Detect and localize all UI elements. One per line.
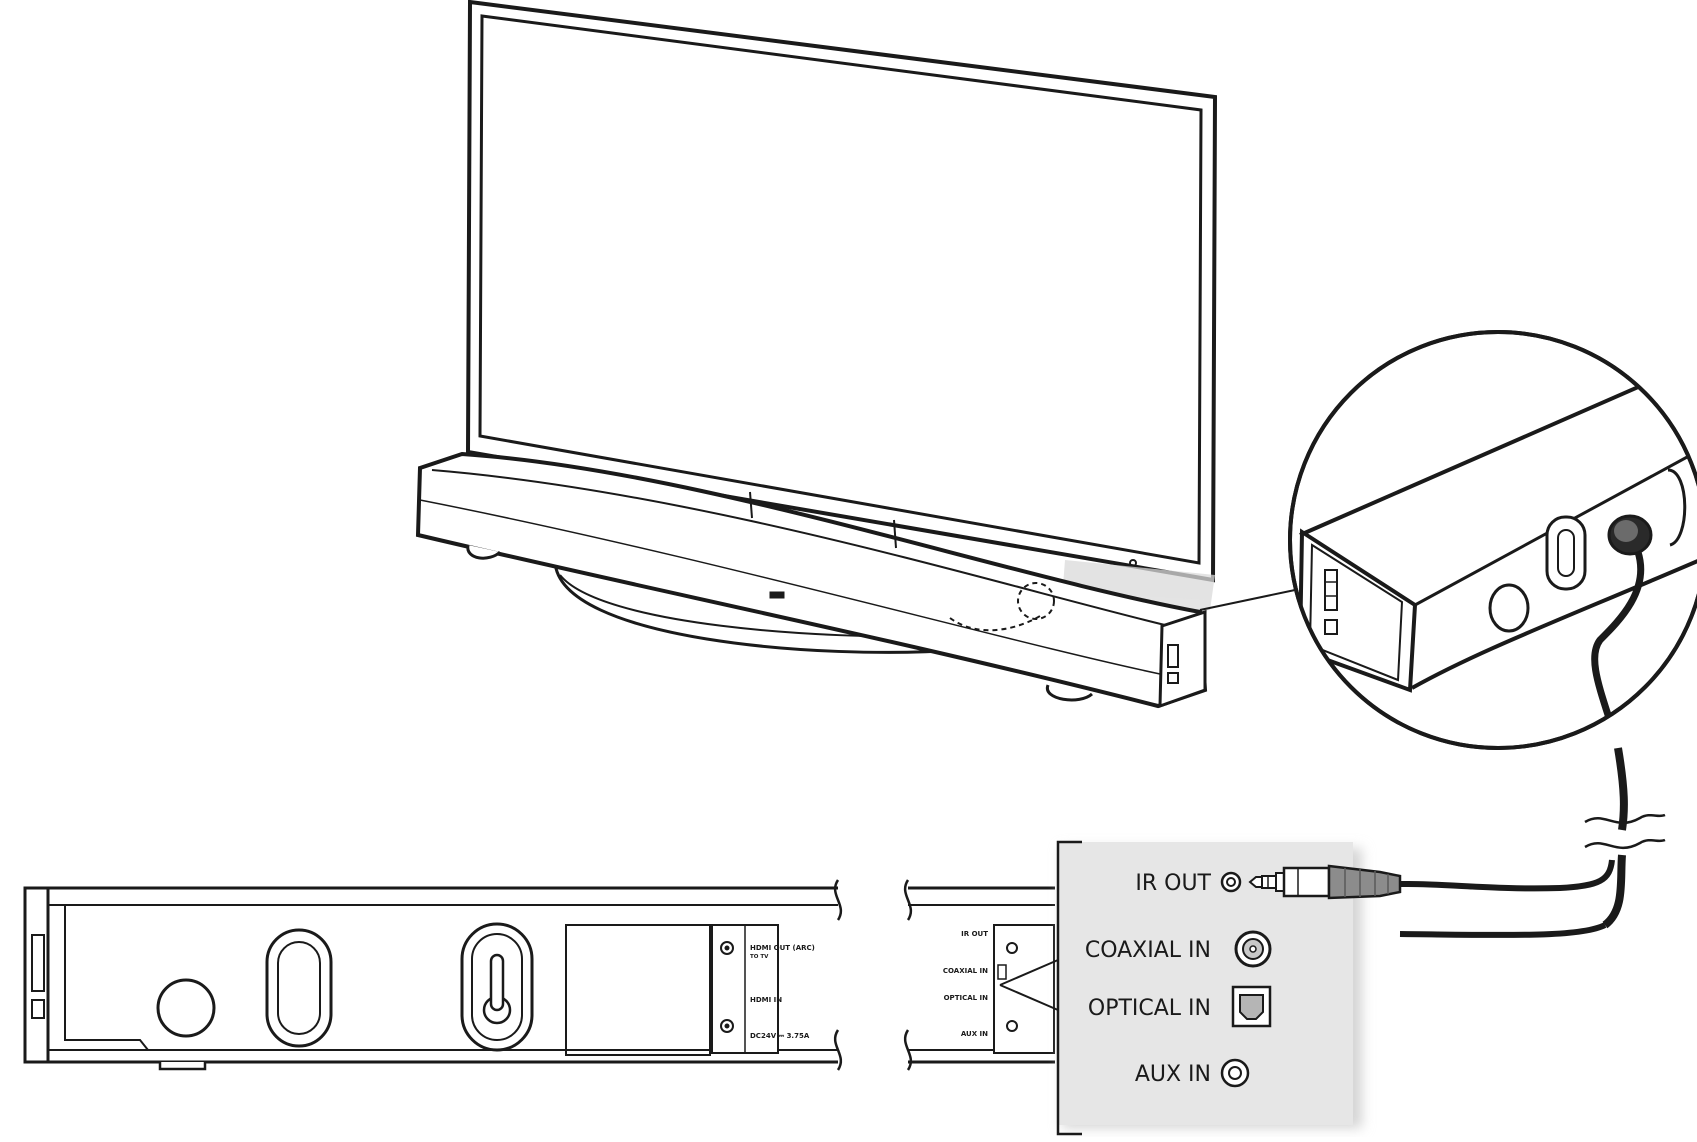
ir-emitter-cable-zoom	[1591, 550, 1645, 748]
tv	[465, 0, 1218, 583]
ir-emitter-plug	[1248, 864, 1410, 900]
zoom-slot-hole	[1545, 515, 1587, 591]
label-dc-power: DC24V ⎓ 3.75A	[750, 1032, 810, 1040]
label-coaxial-in: COAXIAL IN	[1085, 938, 1211, 963]
rear-input-plate	[993, 924, 1055, 1054]
terminal-panel-bracket	[1056, 840, 1082, 1136]
zoom-detail	[1288, 330, 1697, 750]
label-aux-in: AUX IN	[1135, 1062, 1211, 1087]
rear-labels: HDMI OUT (ARC) TO TV HDMI IN DC24V ⎓ 3.7…	[750, 930, 988, 1040]
label-to-tv: TO TV	[750, 954, 769, 960]
label-ir-out: IR OUT	[1135, 871, 1211, 896]
rear-break-mark-right	[903, 879, 913, 921]
rear-round-hole	[156, 978, 216, 1038]
front-port-icon	[1167, 672, 1179, 684]
label-rear-ir-out: IR OUT	[961, 930, 988, 938]
cable-break-mark	[1584, 813, 1666, 825]
front-foot-right	[1046, 684, 1094, 702]
soundbar-rear	[23, 879, 1055, 1071]
terminal-callout-lines	[999, 959, 1059, 1011]
soundbar-front	[415, 451, 1208, 709]
zoom-port-icon	[1324, 619, 1338, 635]
tv-sensor-icon	[1129, 559, 1137, 567]
front-foot-left	[466, 544, 502, 560]
sensor-location-circle	[1017, 582, 1055, 620]
front-button-icon	[1167, 644, 1179, 668]
zoom-button-icon	[1324, 569, 1338, 611]
logo-mark	[769, 591, 785, 599]
label-optical-in: OPTICAL IN	[1088, 996, 1211, 1021]
label-hdmi-in: HDMI IN	[750, 996, 782, 1004]
rear-side-port-icon	[31, 999, 45, 1019]
rear-break-mark-left	[833, 879, 843, 921]
label-rear-coaxial-in: COAXIAL IN	[943, 967, 988, 975]
rear-oval-slot-1	[265, 928, 333, 1048]
rear-side-button-icon	[31, 934, 45, 992]
aux-in-jack-icon	[1220, 1058, 1250, 1088]
tv-screen	[478, 14, 1203, 565]
label-rear-aux-in: AUX IN	[961, 1030, 988, 1038]
label-hdmi-out-arc: HDMI OUT (ARC)	[750, 944, 815, 952]
ir-out-jack-icon	[1220, 871, 1242, 893]
ir-emitter-cable	[1399, 747, 1666, 939]
sensor-cable-dashed	[949, 615, 1041, 632]
zoom-round-hole	[1488, 583, 1530, 633]
rear-center-recess	[565, 924, 711, 1056]
zoom-callout-line	[1199, 589, 1296, 611]
label-rear-optical-in: OPTICAL IN	[944, 994, 989, 1002]
